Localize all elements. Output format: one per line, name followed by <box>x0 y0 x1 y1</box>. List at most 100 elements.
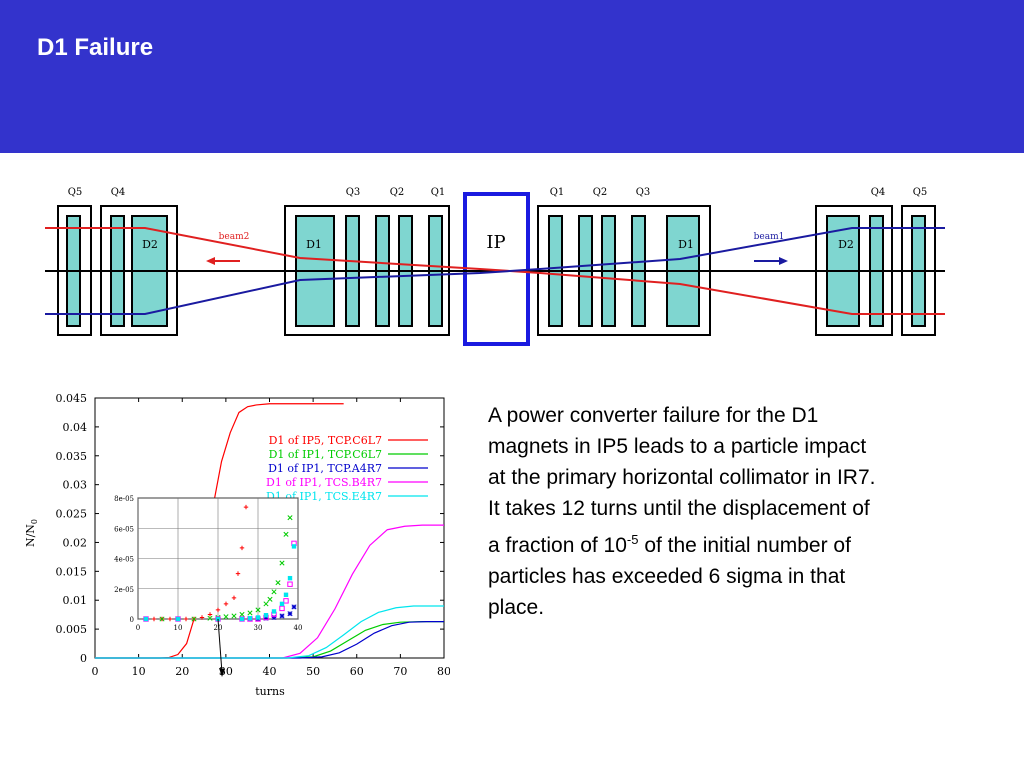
point-mark <box>235 571 241 576</box>
label-d1-right: D1 <box>678 238 694 251</box>
label-q4-left: Q4 <box>111 187 126 198</box>
legend-entry-label: D1 of IP1, TCP.A4R7 <box>268 462 382 475</box>
inset-x-tick-label: 30 <box>254 624 263 632</box>
point-mark <box>247 616 253 621</box>
description-exponent: -5 <box>626 532 639 547</box>
point-mark <box>143 616 149 622</box>
y-axis-label: N/N0 <box>24 519 39 547</box>
description-line-2: magnets in IP5 leads to a particle impac… <box>488 435 867 458</box>
inset-data-point <box>243 504 249 510</box>
inset-data-point <box>263 601 269 607</box>
label-q3-left: Q3 <box>346 187 361 198</box>
x-tick-label: 60 <box>350 665 364 678</box>
inset-data-point <box>283 531 289 537</box>
point-mark <box>275 580 281 586</box>
inset-data-point <box>239 616 245 622</box>
inset-data-point <box>291 544 297 549</box>
y-tick-label: 0 <box>80 652 87 665</box>
point-mark <box>207 615 213 621</box>
label-d1-left: D1 <box>306 238 322 251</box>
point-mark <box>287 611 293 617</box>
inset-data-point <box>167 616 173 622</box>
point-mark <box>167 616 173 622</box>
label-q1-right: Q1 <box>550 187 565 198</box>
point-mark <box>263 613 269 618</box>
point-mark <box>255 607 261 613</box>
slide-title: D1 Failure <box>37 34 154 61</box>
inset-data-point <box>271 614 277 621</box>
inset-data-point <box>287 581 293 587</box>
inset-data-point <box>283 598 289 604</box>
y-tick-label: 0.025 <box>56 508 88 521</box>
inset-data-point <box>223 614 229 620</box>
inset-data-point <box>287 611 293 617</box>
inset-data-point <box>279 601 285 607</box>
slide-header: D1 Failure <box>0 0 1024 153</box>
inset-data-point <box>207 615 213 621</box>
point-mark <box>223 614 229 620</box>
inset-data-point <box>143 616 149 622</box>
label-q5-left: Q5 <box>68 187 83 198</box>
series-line <box>95 621 444 659</box>
inset-data-point <box>287 575 293 581</box>
inset-x-tick-label: 20 <box>214 624 223 632</box>
inset-data-point <box>279 605 285 612</box>
inset-data-point <box>235 571 241 576</box>
inset-data-point <box>207 612 213 617</box>
inset-grid <box>137 497 299 620</box>
x-tick-label: 10 <box>132 665 146 678</box>
main-curves <box>95 403 444 659</box>
x-tick-label: 50 <box>306 665 320 678</box>
point-mark <box>287 575 293 581</box>
point-mark <box>279 605 285 612</box>
inset-x-tick-label: 40 <box>294 624 303 632</box>
inset-data-point <box>247 610 253 616</box>
label-beam2: beam2 <box>219 232 250 242</box>
legend-entry-label: D1 of IP5, TCP.C6L7 <box>269 434 382 447</box>
label-q3-right: Q3 <box>636 187 651 198</box>
point-mark <box>255 615 261 620</box>
inset-x-tick-label: 0 <box>136 624 140 632</box>
inset-data-point <box>263 615 269 621</box>
description-line-3: at the primary horizontal collimator in … <box>488 466 876 489</box>
point-mark <box>279 601 285 607</box>
label-d2-left: D2 <box>142 238 158 251</box>
x-tick-label: 0 <box>92 665 99 678</box>
y-tick-label: 0.015 <box>56 565 88 578</box>
inset-points <box>143 504 297 622</box>
y-tick-label: 0.03 <box>63 479 88 492</box>
description-line-1: A power converter failure for the D1 <box>488 404 819 427</box>
point-mark <box>287 515 293 521</box>
point-mark <box>263 601 269 607</box>
description-text: A power converter failure for the D1 mag… <box>488 400 978 623</box>
legend-entry-label: D1 of IP1, TCS.B4R7 <box>266 476 382 489</box>
beam2-arrow <box>206 257 240 265</box>
x-axis-label: turns <box>255 685 285 698</box>
point-mark <box>267 596 273 602</box>
point-mark <box>283 592 289 597</box>
y-tick-label: 0.04 <box>63 421 88 434</box>
inset-data-point <box>279 613 285 619</box>
accelerator-layout-diagram: Q5 Q4 Q3 Q2 Q1 Q1 Q2 Q3 Q4 Q5 D2 D1 IP D… <box>45 187 945 346</box>
x-tick-label: 20 <box>175 665 189 678</box>
inset-data-point <box>151 616 157 622</box>
point-mark <box>279 560 285 566</box>
inset-data-point <box>291 604 297 610</box>
label-ip: IP <box>486 232 505 253</box>
label-q1-left: Q1 <box>431 187 446 198</box>
label-q5-right: Q5 <box>913 187 928 198</box>
label-beam1: beam1 <box>754 232 785 242</box>
inset-data-point <box>183 616 189 622</box>
inset-data-point <box>223 601 229 607</box>
inset-data-point <box>199 615 205 620</box>
inset-data-point <box>271 589 277 595</box>
inset-data-point <box>279 560 285 566</box>
inset-data-point <box>231 595 237 601</box>
inset-data-point <box>231 613 237 619</box>
description-line-6: particles has exceeded 6 sigma in that <box>488 565 846 588</box>
point-mark <box>271 609 277 614</box>
point-mark <box>207 612 213 617</box>
